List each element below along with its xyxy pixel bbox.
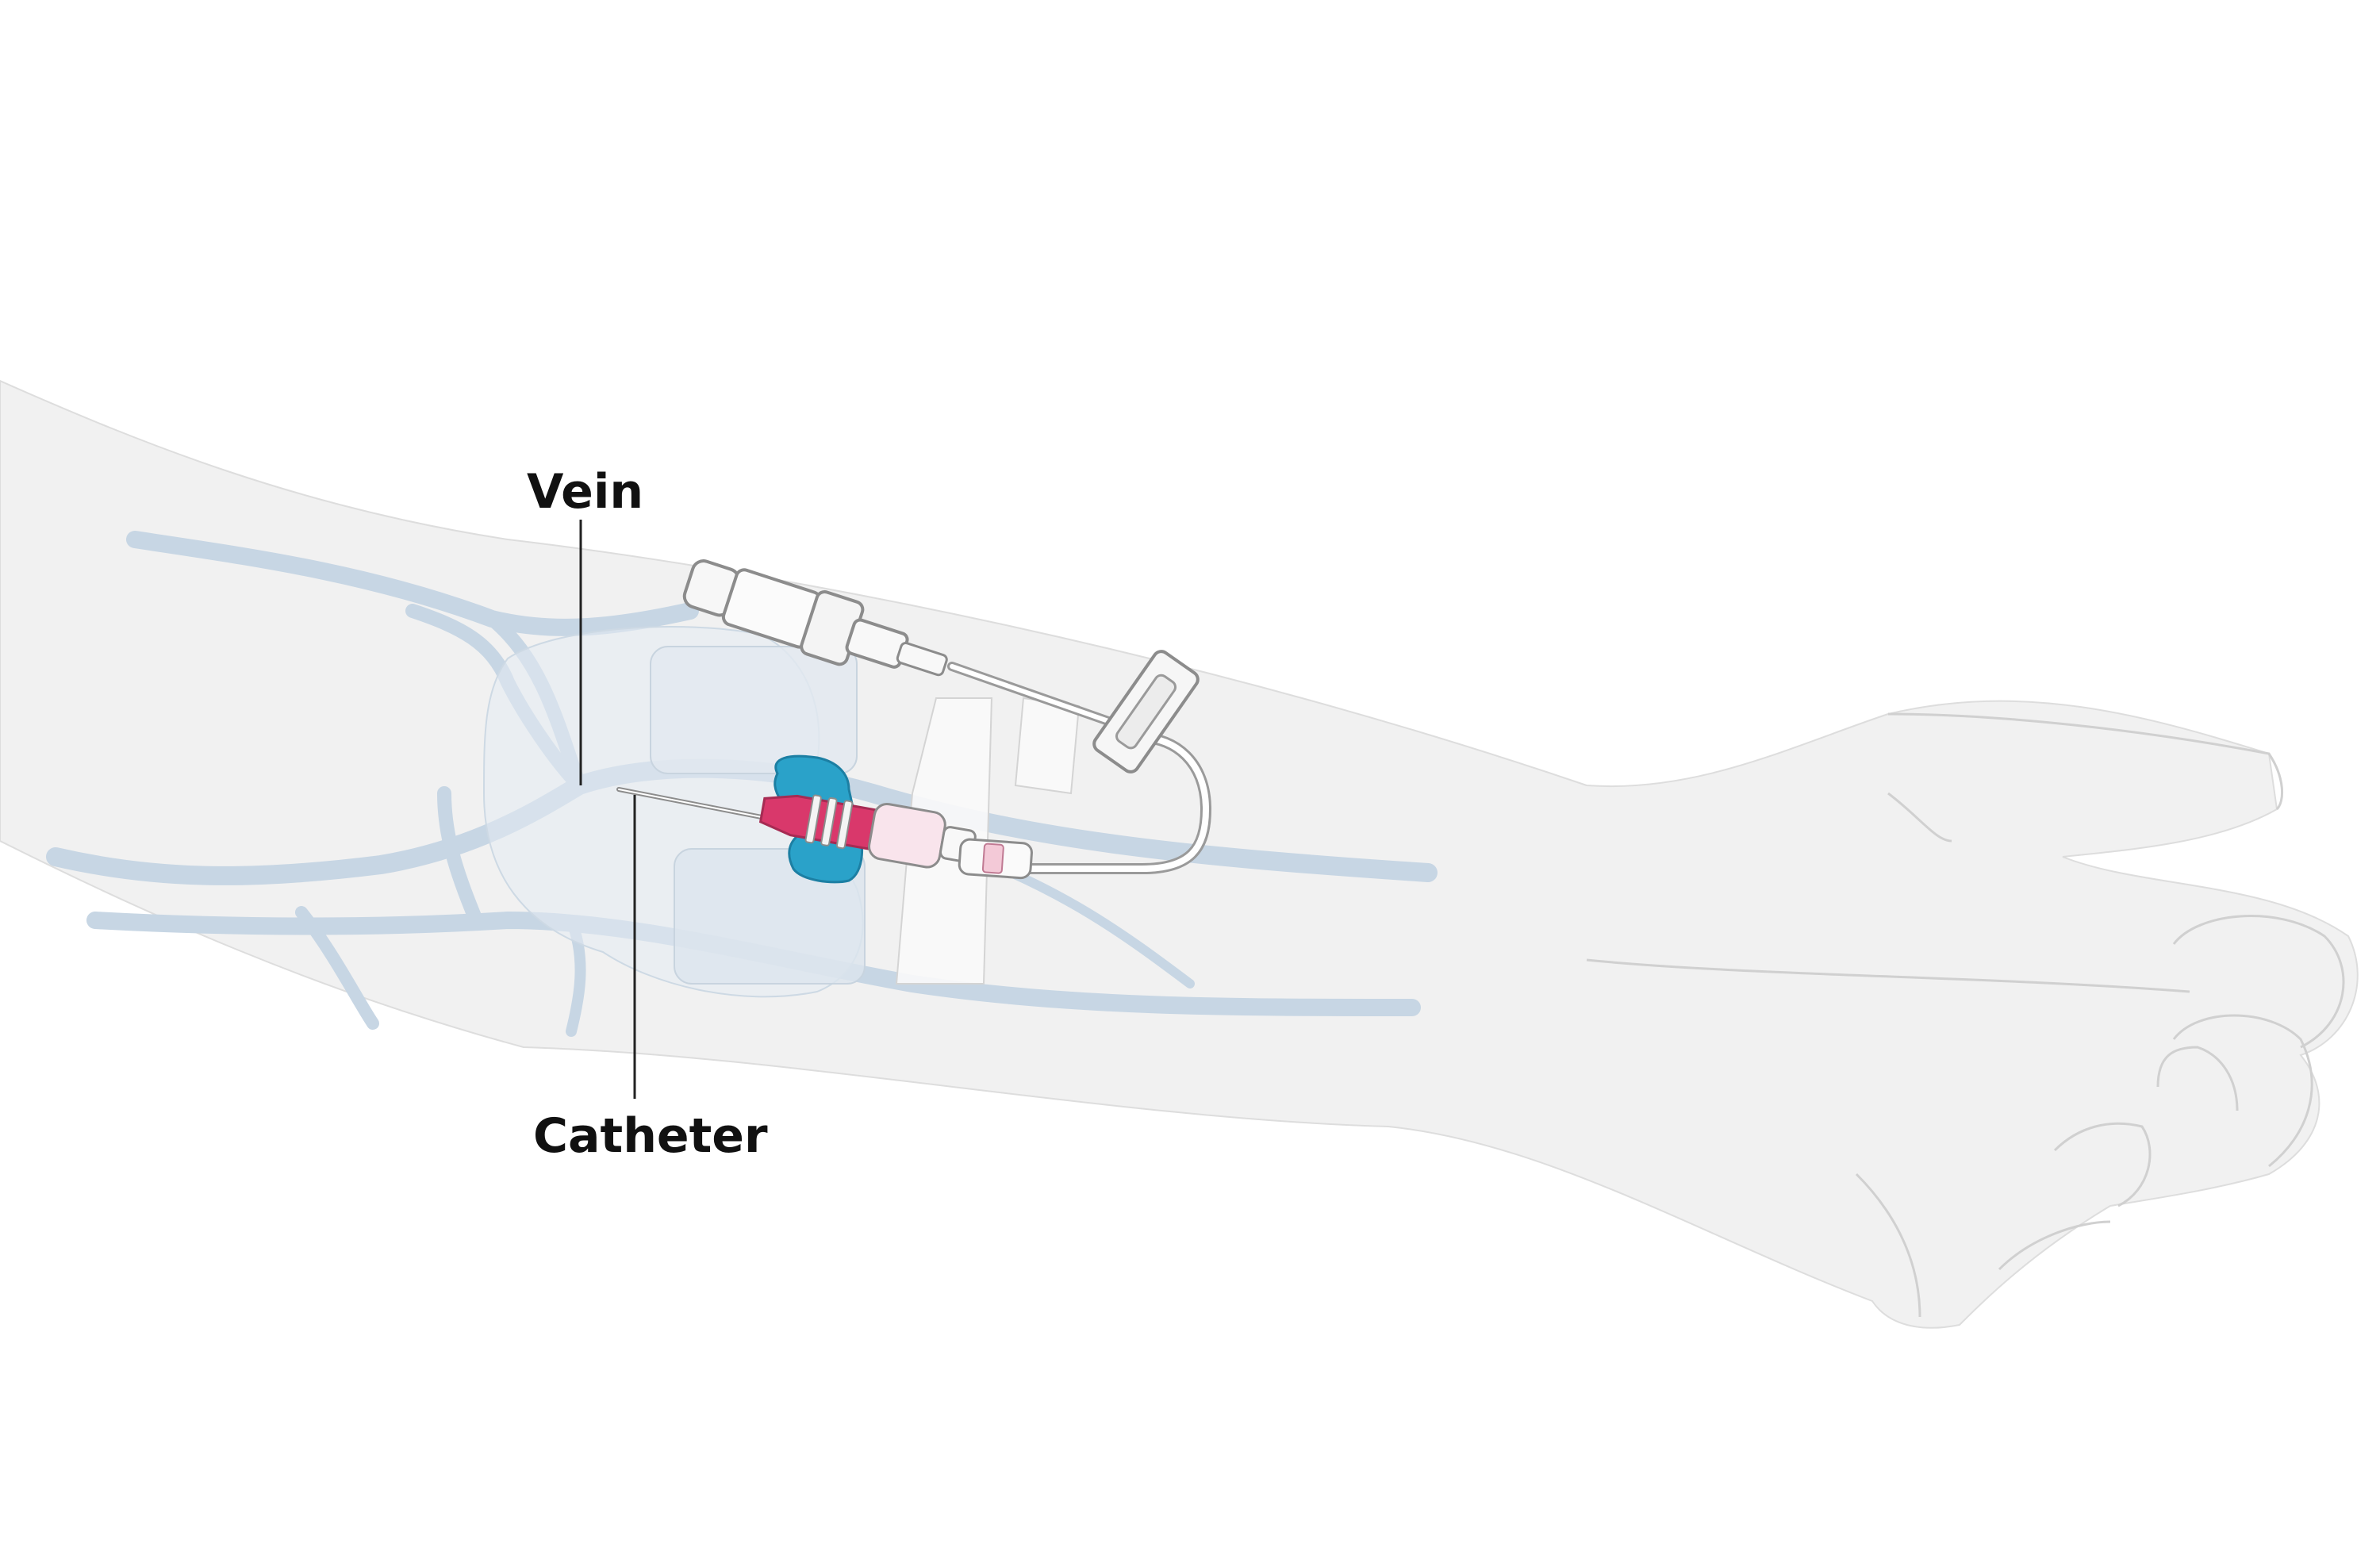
finger-index xyxy=(2172,915,2345,1049)
gauze-pad-top xyxy=(650,646,858,774)
slide-clamp xyxy=(1092,650,1200,774)
palm-crease-2 xyxy=(1586,958,2190,993)
wrist-crease xyxy=(1855,1173,1921,1318)
finger-pinky xyxy=(2053,1122,2152,1207)
hand-details xyxy=(1586,712,2345,1318)
palm-crease-1 xyxy=(1887,792,1952,843)
tubing-connector xyxy=(958,838,1033,880)
vein-connector-2 xyxy=(437,786,483,927)
thumb-outline xyxy=(1887,712,2284,811)
line-to-connector-inner xyxy=(950,664,1113,724)
vein-upper xyxy=(126,531,699,636)
vein-branch-down xyxy=(295,906,379,1030)
vein-label: Vein xyxy=(527,464,644,520)
catheter-label: Catheter xyxy=(533,1108,768,1164)
finger-middle xyxy=(2172,1014,2313,1168)
finger-ring xyxy=(2156,1046,2239,1111)
extension-tubing-inner xyxy=(996,735,1210,872)
catheter-cannula-inner xyxy=(618,789,762,818)
gauze-pad xyxy=(674,848,866,985)
luer-connector xyxy=(682,559,948,677)
finger-tip-line xyxy=(1998,1220,2111,1271)
